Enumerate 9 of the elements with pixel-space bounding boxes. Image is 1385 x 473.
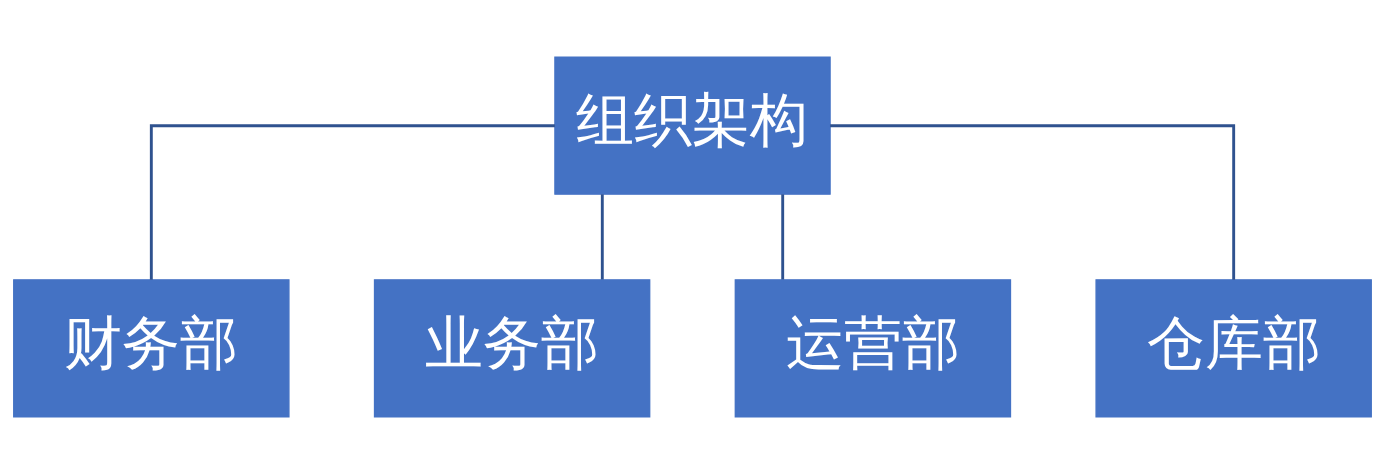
connector	[781, 193, 785, 280]
node-box: 财务部	[13, 278, 290, 417]
node-box: 组织架构	[554, 56, 831, 195]
connector	[600, 193, 604, 280]
node-box: 仓库部	[1095, 278, 1372, 417]
node-box: 业务部	[373, 278, 651, 417]
connector	[830, 123, 1236, 280]
node-box: 运营部	[734, 278, 1012, 417]
connector	[149, 123, 555, 280]
